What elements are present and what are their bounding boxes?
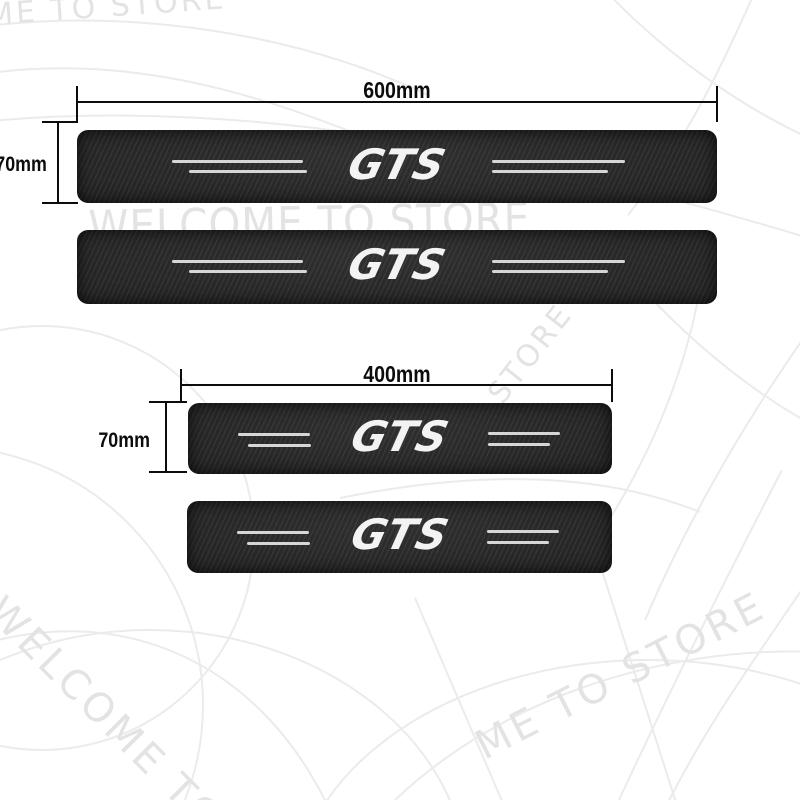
- dimension-tick-bottom-small: [149, 471, 187, 473]
- accent-line: [488, 443, 550, 446]
- dimension-tick-right-small: [611, 369, 613, 402]
- dimension-tick-top-small: [149, 401, 187, 403]
- dimension-tick-right-large: [716, 86, 718, 122]
- dimension-line-width-large: [77, 101, 717, 103]
- sill-strip-small-1: GTS: [188, 403, 612, 474]
- accent-line: [492, 170, 608, 173]
- dimension-label-height-small: 70mm: [98, 429, 150, 452]
- dimension-tick-bottom-large: [42, 202, 78, 204]
- accent-line: [189, 270, 307, 273]
- accent-line: [492, 260, 625, 263]
- sill-strip-small-2: GTS: [187, 501, 612, 573]
- accent-line: [488, 432, 560, 435]
- accent-line: [487, 541, 549, 544]
- dimension-tick-left-large: [76, 86, 78, 122]
- dimension-label-height-large: 70mm: [0, 153, 47, 176]
- sill-strip-large-2: GTS: [77, 230, 717, 304]
- dimension-tick-top-large: [42, 121, 78, 123]
- accent-line: [492, 160, 625, 163]
- dimension-tick-left-small: [180, 369, 182, 402]
- dimension-label-width-large: 600mm: [363, 77, 431, 103]
- gts-logo: GTS: [345, 509, 454, 559]
- dimension-label-width-small: 400mm: [363, 361, 431, 387]
- accent-line: [238, 433, 310, 436]
- accent-line: [247, 542, 310, 545]
- gts-logo: GTS: [343, 239, 452, 289]
- accent-line: [172, 160, 303, 163]
- gts-logo: GTS: [343, 139, 452, 189]
- dimension-line-height-small: [165, 402, 167, 473]
- accent-line: [487, 530, 559, 533]
- accent-line: [237, 531, 309, 534]
- gts-logo: GTS: [346, 411, 455, 461]
- accent-line: [189, 170, 307, 173]
- dimension-line-height-large: [57, 122, 59, 203]
- sill-strip-large-1: GTS: [77, 130, 717, 203]
- accent-line: [172, 260, 303, 263]
- accent-line: [248, 444, 311, 447]
- dimension-line-width-small: [181, 384, 613, 386]
- accent-line: [492, 270, 608, 273]
